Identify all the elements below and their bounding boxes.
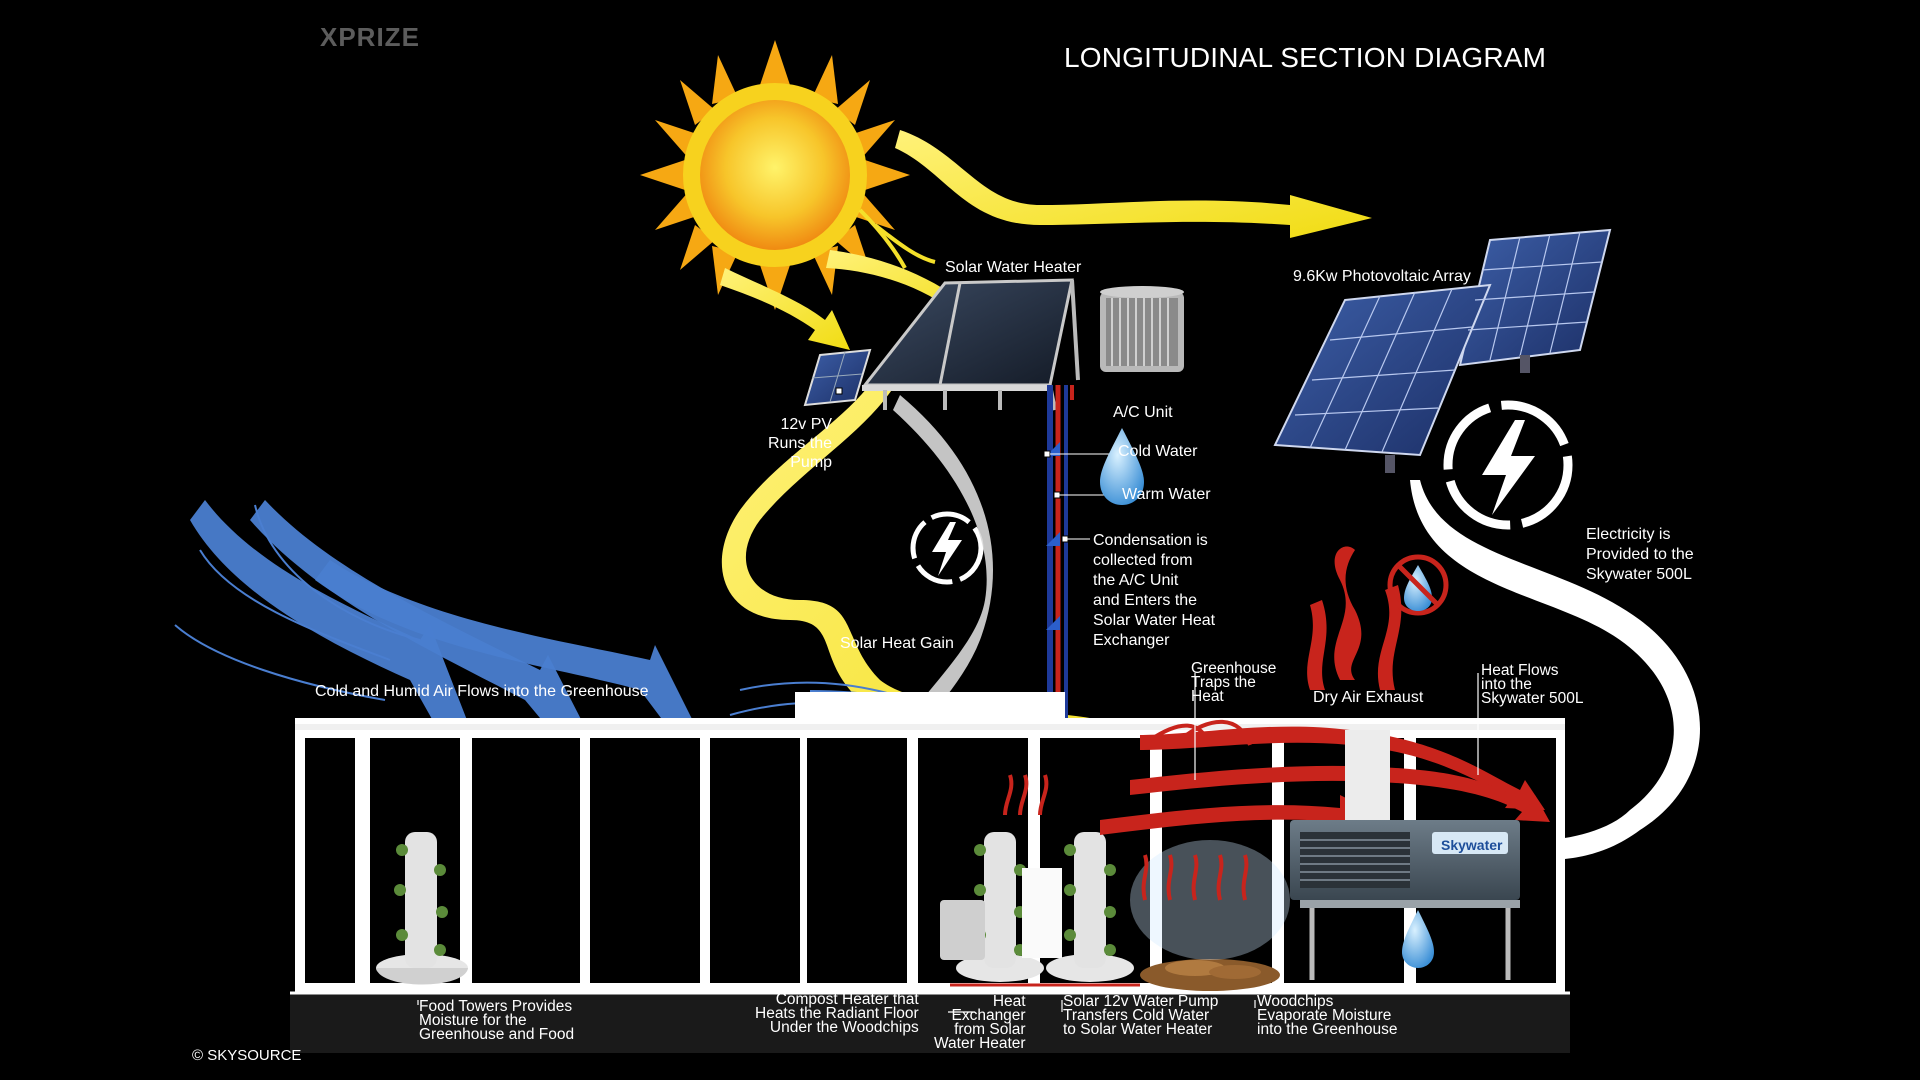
heat-arrows: [1003, 546, 1550, 901]
lightning-bolt-icon: [910, 511, 984, 585]
label-heat-flows: Heat Flows into the Skywater 500L: [1481, 662, 1584, 707]
label-woodchips: Woodchips Evaporate Moisture into the Gr…: [1257, 993, 1398, 1038]
label-cold-water: Cold Water: [1118, 443, 1198, 460]
woodchips: [1140, 959, 1280, 991]
small-pv-panel: [803, 348, 872, 407]
no-water-icon: [1387, 554, 1449, 616]
label-greenhouse-traps: Greenhouse Traps the Heat: [1191, 660, 1277, 705]
water-drop-icon: [1100, 428, 1144, 505]
leader-lines: [417, 673, 1479, 1013]
label-solar-heat-gain: Solar Heat Gain: [840, 635, 954, 652]
label-heat-exchanger: Heat Exchanger from Solar Water Heater: [934, 993, 1026, 1052]
copyright: © SKYSOURCE: [192, 1047, 302, 1064]
skywater-unit: [1290, 730, 1520, 980]
lightning-bolt-icon: [1443, 400, 1573, 530]
label-solar-water-heater: Solar Water Heater: [945, 259, 1082, 276]
label-dry-air: Dry Air Exhaust: [1313, 689, 1424, 706]
label-compost-heater: Compost Heater that Heats the Radiant Fl…: [755, 991, 919, 1036]
water-drop-icon: [1402, 910, 1434, 968]
label-ac-unit: A/C Unit: [1113, 404, 1173, 421]
label-warm-water: Warm Water: [1122, 486, 1211, 503]
skywater-brand: Skywater: [1441, 837, 1503, 853]
label-pv-array: 9.6Kw Photovoltaic Array: [1293, 268, 1471, 285]
page-title: LONGITUDINAL SECTION DIAGRAM: [1064, 42, 1547, 73]
ac-unit-icon: [1100, 286, 1184, 372]
food-towers: [376, 832, 1140, 987]
label-electricity: Electricity is Provided to the Skywater …: [1586, 526, 1694, 583]
label-condensation: Condensation is collected from the A/C U…: [1093, 532, 1216, 649]
moisture-cloud: [1130, 840, 1290, 960]
label-12v-pv: 12v PV Runs the Pump: [768, 416, 833, 471]
label-cold-humid-air: Cold and Humid Air Flows into the Greenh…: [315, 683, 649, 700]
xprize-logo: XPRIZE: [320, 22, 420, 52]
label-food-towers: Food Towers Provides Moisture for the Gr…: [419, 998, 575, 1043]
solar-water-heater: [861, 278, 1080, 411]
pv-array: [1273, 228, 1612, 473]
label-pump: Solar 12v Water Pump Transfers Cold Wate…: [1063, 993, 1219, 1038]
